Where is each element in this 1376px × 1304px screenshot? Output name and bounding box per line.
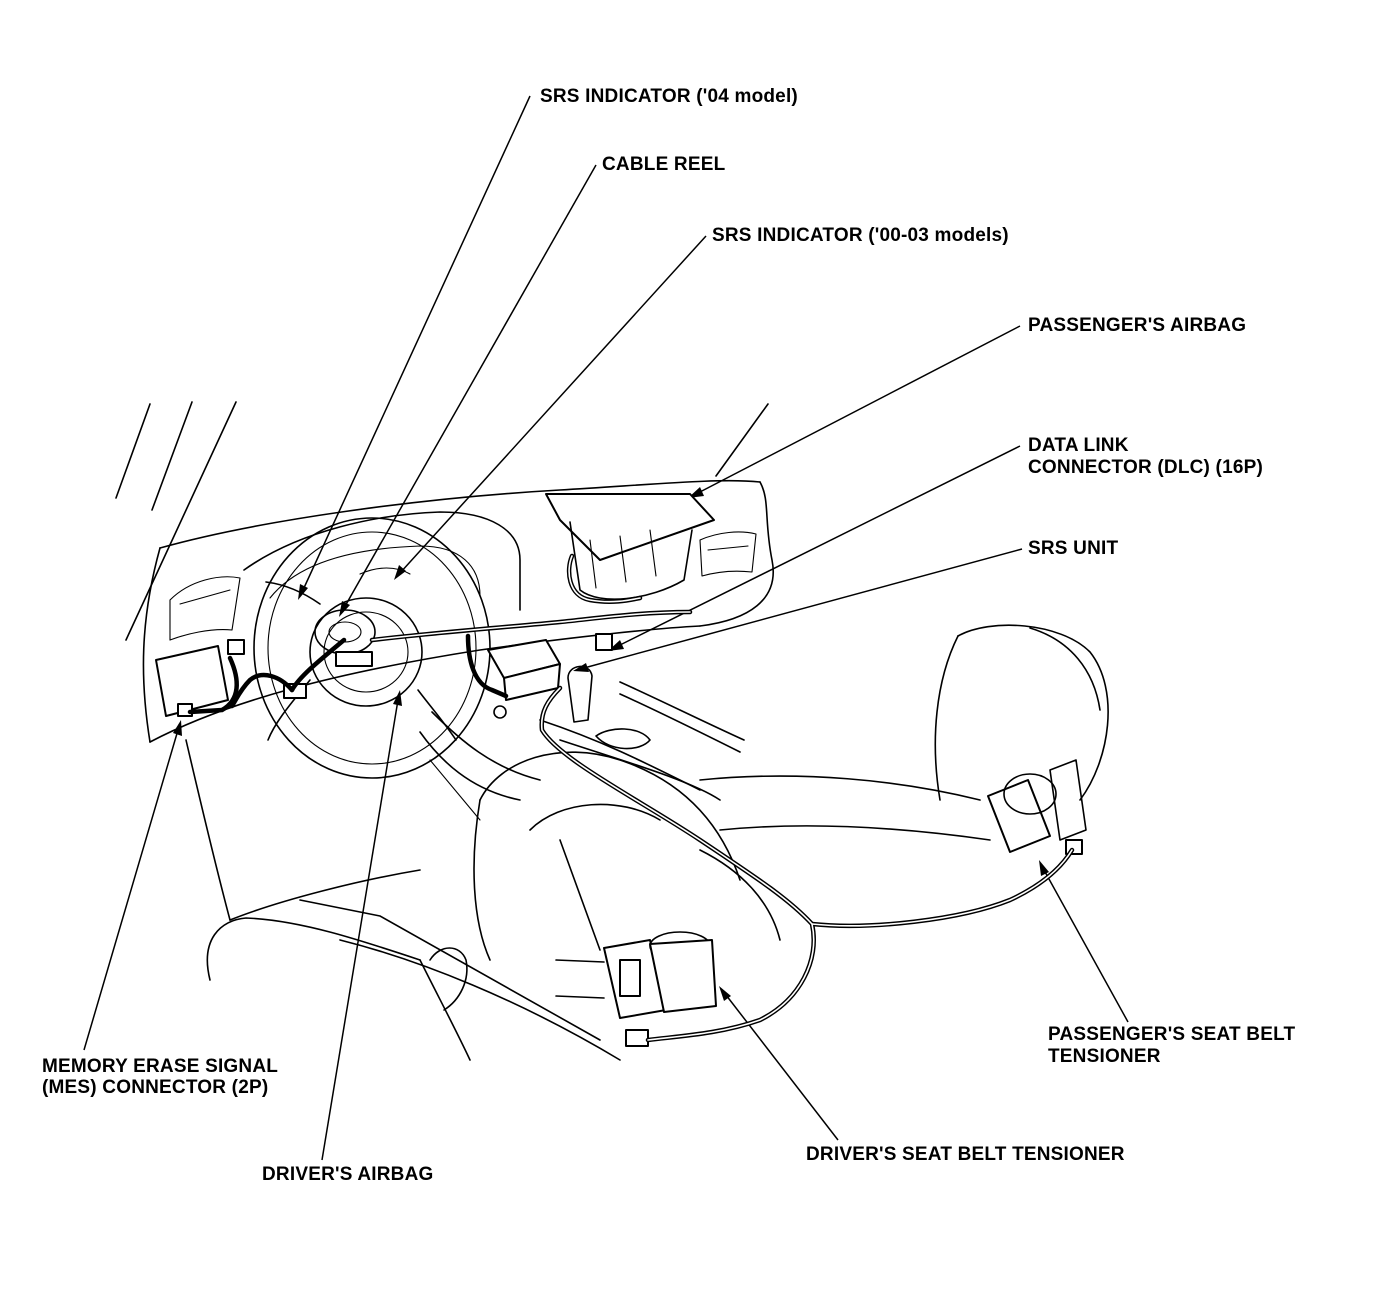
leader-passenger-tensioner bbox=[1043, 869, 1129, 1023]
label-driver-airbag: DRIVER'S AIRBAG bbox=[262, 1164, 434, 1185]
label-srs-indicator-04: SRS INDICATOR ('04 model) bbox=[540, 86, 798, 107]
leader-srs-indicator-04 bbox=[302, 95, 531, 591]
leader-driver-tensioner bbox=[725, 994, 839, 1141]
label-dlc-line2: CONNECTOR (DLC) (16P) bbox=[1028, 457, 1264, 478]
srs-wire-harness bbox=[187, 553, 1075, 1043]
label-passenger-tensioner-line1: PASSENGER'S SEAT BELT bbox=[1048, 1024, 1296, 1045]
label-passenger-tensioner-line2: TENSIONER bbox=[1048, 1046, 1161, 1067]
leader-mes-connector bbox=[83, 729, 179, 1051]
label-driver-tensioner: DRIVER'S SEAT BELT TENSIONER bbox=[806, 1144, 1125, 1165]
label-dlc-line1: DATA LINK bbox=[1028, 435, 1129, 456]
label-mes-line2: (MES) CONNECTOR (2P) bbox=[42, 1077, 269, 1098]
car-interior-drawing bbox=[115, 401, 1109, 1061]
leader-dlc bbox=[617, 445, 1021, 647]
leader-lines bbox=[83, 95, 1129, 1161]
label-passenger-airbag: PASSENGER'S AIRBAG bbox=[1028, 315, 1247, 336]
leader-passenger-airbag bbox=[697, 325, 1021, 494]
label-srs-indicator-00-03: SRS INDICATOR ('00-03 models) bbox=[712, 225, 1009, 246]
label-mes-line1: MEMORY ERASE SIGNAL bbox=[42, 1056, 279, 1077]
leader-srs-unit bbox=[583, 548, 1023, 669]
leader-cable-reel bbox=[343, 164, 597, 609]
leader-driver-airbag bbox=[321, 699, 399, 1161]
label-srs-unit: SRS UNIT bbox=[1028, 538, 1119, 559]
label-cable-reel: CABLE REEL bbox=[602, 154, 726, 175]
leader-srs-indicator-00-03 bbox=[399, 235, 707, 574]
